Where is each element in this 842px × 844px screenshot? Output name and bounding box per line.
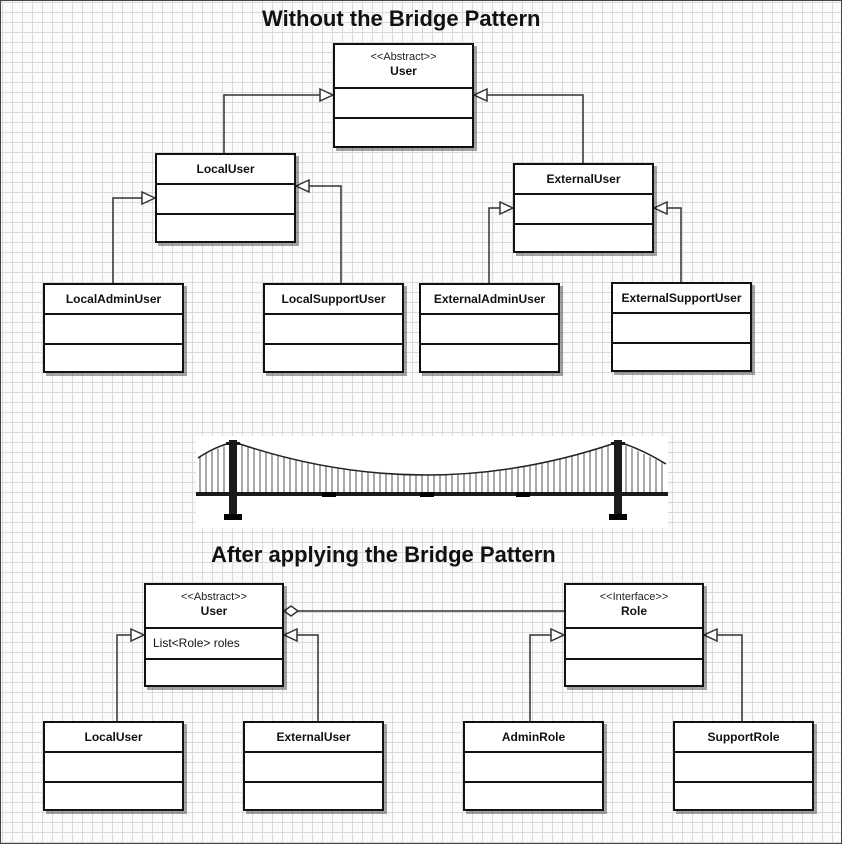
title-before: Without the Bridge Pattern [262,6,541,31]
class-name: LocalUser [84,730,143,744]
class-externaluser-after: ExternalUser [243,721,384,811]
class-user-abstract: <<Abstract>> User [333,43,474,148]
attribute-roles: List<Role> roles [153,636,240,650]
class-name: ExternalAdminUser [433,292,546,306]
inherit-localsupportuser-localuser [296,185,342,283]
class-name: ExternalUser [546,172,621,186]
class-adminrole: AdminRole [463,721,604,811]
class-localuser-after: LocalUser [43,721,184,811]
class-name: SupportRole [707,730,780,744]
class-name: User [200,604,228,618]
class-name: Role [620,604,647,618]
class-name: ExternalUser [276,730,351,744]
inherit-localuser-user-after [116,634,144,721]
class-name: LocalSupportUser [281,292,386,306]
class-localsupportuser: LocalSupportUser [263,283,404,373]
stereotype-label: <<Abstract>> [180,591,248,603]
stereotype-label: <<Interface>> [599,591,669,603]
bridge-illustration [196,436,668,528]
arrowhead [499,200,515,216]
inherit-adminrole-role [529,634,564,721]
class-externaladminuser: ExternalAdminUser [419,283,560,373]
class-externalsupportuser: ExternalSupportUser [611,282,752,372]
inherit-externaluser-user [474,94,584,163]
class-externaluser: ExternalUser [513,163,654,253]
inherit-localadminuser-localuser [112,197,155,283]
class-user-abstract-after: <<Abstract>> User List<Role> roles [144,583,284,687]
inherit-externaladminuser-externaluser [488,207,513,283]
arrowhead [282,627,298,643]
class-name: ExternalSupportUser [621,291,742,305]
inherit-supportrole-role [704,634,743,721]
class-name: User [390,64,417,78]
class-supportrole: SupportRole [673,721,814,811]
class-role-interface: <<Interface>> Role [564,583,704,687]
title-after: After applying the Bridge Pattern [211,542,556,567]
arrowhead [319,87,335,103]
inherit-externaluser-user-after [284,634,319,721]
aggregation-diamond [282,605,300,617]
arrowhead [702,627,718,643]
arrowhead [130,627,146,643]
class-localuser: LocalUser [155,153,296,243]
arrowhead [550,627,566,643]
class-localadminuser: LocalAdminUser [43,283,184,373]
arrowhead [294,178,310,194]
class-name: LocalAdminUser [65,292,162,306]
class-name: AdminRole [501,730,566,744]
class-name: LocalUser [196,162,255,176]
inherit-externalsupportuser-externaluser [654,207,682,283]
inherit-localuser-user [223,94,333,153]
arrowhead [472,87,488,103]
arrowhead [652,200,668,216]
stereotype-label: <<Abstract>> [370,51,437,63]
arrowhead [141,190,157,206]
